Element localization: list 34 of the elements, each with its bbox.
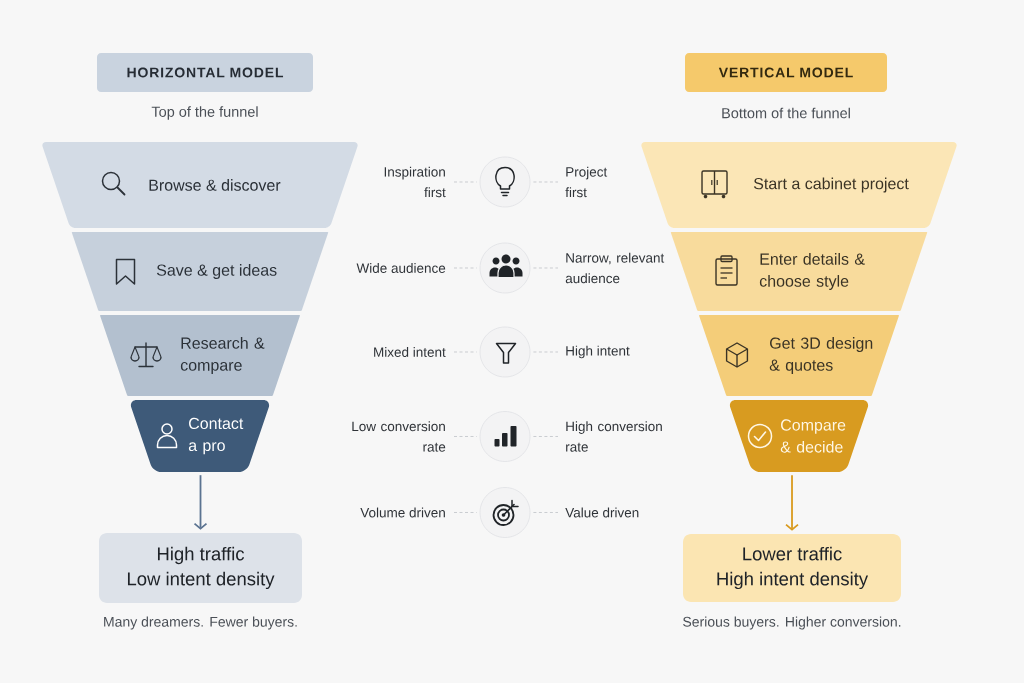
comparison-label: Value driven <box>565 507 639 518</box>
summary-text: Serious buyers. Higher conversion. <box>683 616 901 630</box>
funnel-segment: Contact a pro <box>130 400 270 472</box>
icon-circle <box>479 156 531 208</box>
comparison-label: Project first <box>565 166 608 198</box>
icon-circle <box>479 326 531 378</box>
dashed-line <box>532 436 559 437</box>
comparison-label: High conversion rate <box>566 421 662 452</box>
dashed-line <box>532 512 559 513</box>
subtitle: Top of the funnel <box>151 106 258 120</box>
summary-text: Many dreamers. Fewer buyers. <box>104 616 297 630</box>
funnel-segment: Compare & decide <box>729 400 869 472</box>
arrow <box>785 474 799 531</box>
comparison-label: Mixed intent <box>374 347 446 357</box>
funnel-segment: Research & compare <box>100 315 300 396</box>
comparison-label: Narrow, relevant audience <box>565 252 665 284</box>
dashed-line <box>453 512 478 513</box>
funnel-segment: Enter details & choose style <box>670 232 928 311</box>
subtitle: Bottom of the funnel <box>722 107 850 119</box>
icon-circle <box>479 411 531 462</box>
funnel-segment: Get 3D design & quotes <box>699 315 899 396</box>
header-box: HORIZONTAL MODEL <box>97 53 313 92</box>
result-box: High traffic Low intent density <box>99 533 302 603</box>
comparison-label: Low conversion rate <box>352 421 446 452</box>
funnel-segment: Save & get ideas <box>71 232 329 311</box>
dashed-line <box>453 436 478 437</box>
comparison-label: Wide audience <box>356 263 446 273</box>
comparison-label: Inspiration first <box>384 166 446 198</box>
icon-circle <box>479 487 531 538</box>
header-box: VERTICAL MODEL <box>685 53 887 92</box>
comparison-label: High intent <box>566 345 630 359</box>
result-box: Lower traffic High intent density <box>683 534 901 602</box>
comparison-label: Volume driven <box>360 507 445 518</box>
arrow <box>193 474 208 530</box>
